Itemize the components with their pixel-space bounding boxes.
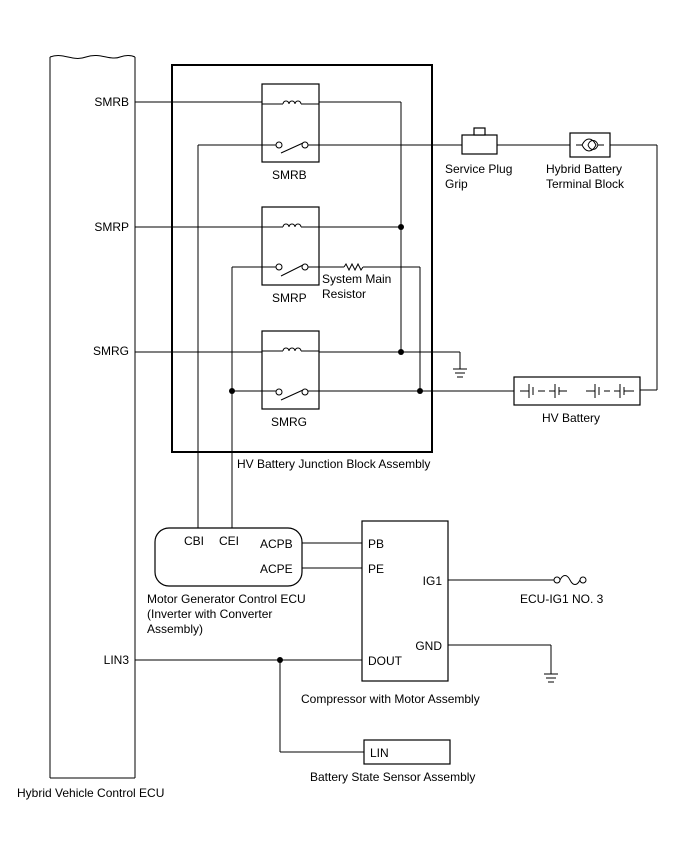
- system-main-resistor: [343, 262, 364, 272]
- hv-battery-label: HV Battery: [542, 411, 600, 425]
- hv-battery: [513, 376, 641, 406]
- pin-gnd-label: GND: [415, 639, 442, 653]
- fuse-label: ECU-IG1 NO. 3: [520, 592, 604, 606]
- resistor-label-line2: Resistor: [322, 287, 366, 301]
- ground-symbol-junction: [453, 368, 467, 378]
- junction-block-label: HV Battery Junction Block Assembly: [237, 457, 430, 471]
- junction-dot-smrp-coil: [398, 224, 404, 230]
- service-plug-label-line2: Grip: [445, 177, 468, 191]
- hybrid-battery-terminal-block: [569, 132, 611, 158]
- mg-ecu-label-line1: Motor Generator Control ECU: [147, 592, 306, 606]
- terminal-block-label-line2: Terminal Block: [546, 177, 625, 191]
- junction-dot-resistor-return: [417, 388, 423, 394]
- pin-smrp-label: SMRP: [94, 220, 129, 234]
- pin-acpb-label: ACPB: [260, 537, 293, 551]
- mg-ecu-label-line2: (Inverter with Converter: [147, 607, 272, 621]
- relay-smrg: [261, 330, 320, 410]
- hv-control-ecu-label: Hybrid Vehicle Control ECU: [17, 786, 164, 800]
- fuse-ecu-ig1-icon: [553, 575, 587, 585]
- relay-smrg-label: SMRG: [271, 415, 307, 429]
- pin-cbi-label: CBI: [184, 534, 204, 548]
- relay-smrb-label: SMRB: [272, 168, 307, 182]
- junction-dot-lin: [277, 657, 283, 663]
- wiring: [135, 101, 658, 753]
- pin-pe-label: PE: [368, 562, 384, 576]
- pin-lin-label: LIN: [370, 746, 389, 760]
- service-plug-label-line1: Service Plug: [445, 162, 512, 176]
- pin-lin3-label: LIN3: [104, 653, 130, 667]
- compressor-label: Compressor with Motor Assembly: [301, 692, 480, 706]
- pin-pb-label: PB: [368, 537, 384, 551]
- relay-smrp-label: SMRP: [272, 291, 307, 305]
- hv-control-ecu: [49, 54, 136, 779]
- ground-symbol-compressor: [544, 673, 558, 683]
- pin-smrb-label: SMRB: [94, 95, 129, 109]
- battery-sensor-label: Battery State Sensor Assembly: [310, 770, 475, 784]
- mg-control-ecu-box: [154, 527, 303, 587]
- pin-smrg-label: SMRG: [93, 344, 129, 358]
- pin-cei-label: CEI: [219, 534, 239, 548]
- service-plug-grip: [461, 127, 498, 155]
- pin-acpe-label: ACPE: [260, 562, 293, 576]
- junction-block-box: [171, 64, 433, 453]
- junction-dot-smrg-coil: [398, 349, 404, 355]
- battery-sensor-box: [363, 739, 451, 765]
- mg-ecu-label-line3: Assembly): [147, 622, 203, 636]
- junction-dot-cei: [229, 388, 235, 394]
- relay-smrp: [261, 206, 320, 286]
- pin-dout-label: DOUT: [368, 654, 403, 668]
- pin-ig1-label: IG1: [423, 574, 443, 588]
- terminal-block-label-line1: Hybrid Battery: [546, 162, 622, 176]
- compressor-box: [361, 520, 449, 682]
- relay-smrb: [261, 83, 320, 163]
- resistor-label-line1: System Main: [322, 272, 391, 286]
